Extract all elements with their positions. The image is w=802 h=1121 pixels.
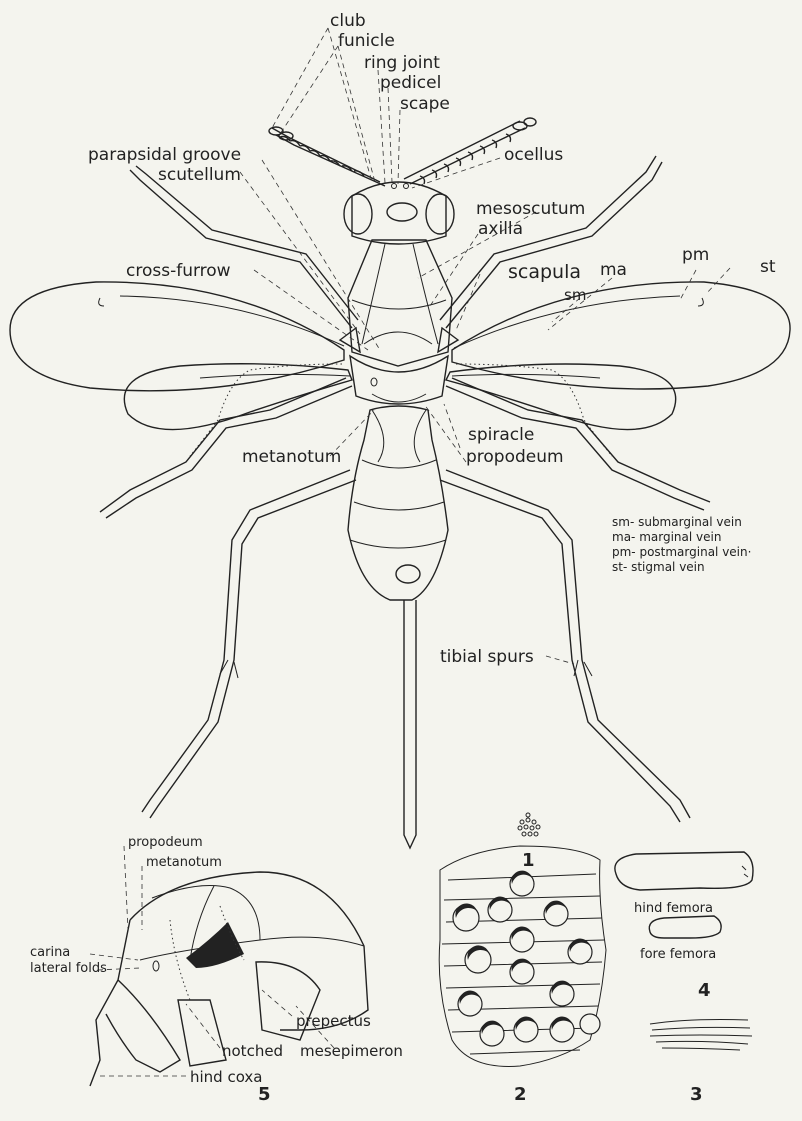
label-scapula: scapula <box>508 261 581 283</box>
label-propodeum-fig5: propodeum <box>128 835 203 850</box>
figure-number-2: 2 <box>514 1084 527 1105</box>
label-sm: sm <box>564 286 586 304</box>
figure-number-1: 1 <box>522 850 535 871</box>
label-ring-joint: ring joint <box>364 53 440 73</box>
head <box>344 182 454 244</box>
label-metanotum-fig5: metanotum <box>146 855 222 870</box>
key-line: pm- postmarginal vein· <box>612 545 751 559</box>
label-st: st <box>760 257 776 277</box>
figure-5-lateral-thorax: propodeum metanotum carina lateral folds… <box>30 835 403 1105</box>
label-mesepimeron: mesepimeron <box>300 1042 403 1060</box>
label-carina: carina <box>30 945 70 960</box>
vein-key: sm- submarginal vein ma- marginal vein p… <box>612 515 751 574</box>
figure-number-5: 5 <box>258 1084 271 1105</box>
figure-4-femora: hind femora fore femora 4 <box>615 852 753 1001</box>
label-scape: scape <box>400 94 450 114</box>
key-line: ma- marginal vein <box>612 530 721 544</box>
label-prepectus: prepectus <box>296 1012 371 1030</box>
label-pm: pm <box>682 245 709 265</box>
legs <box>100 156 710 822</box>
label-funicle: funicle <box>338 31 395 51</box>
label-scutellum: scutellum <box>158 165 241 185</box>
label-hind-coxa: hind coxa <box>190 1068 263 1086</box>
gaster <box>348 406 448 848</box>
key-line: sm- submarginal vein <box>612 515 742 529</box>
label-metanotum: metanotum <box>242 447 341 467</box>
label-ma: ma <box>600 260 627 280</box>
figure-2-egg-texture: 2 <box>439 846 606 1105</box>
left-antenna <box>269 127 385 186</box>
right-forewing <box>452 282 790 389</box>
label-spiracle: spiracle <box>468 425 534 445</box>
label-propodeum: propodeum <box>466 447 564 467</box>
label-hind-femora: hind femora <box>634 901 713 916</box>
label-lateral-folds: lateral folds <box>30 961 107 976</box>
label-axilla: axilla <box>478 219 523 239</box>
right-hindwing <box>446 364 676 430</box>
label-ocellus: ocellus <box>504 145 563 165</box>
label-tibial-spurs: tibial spurs <box>440 647 534 667</box>
figure-1-egg-cluster: 1 <box>518 813 540 871</box>
left-hindwing <box>124 364 352 430</box>
figure-number-3: 3 <box>690 1084 703 1105</box>
label-notched: notched <box>222 1042 283 1060</box>
wasp-dorsal-view: club funicle ring joint pedicel scape oc… <box>10 11 790 848</box>
figure-3-sculpture: 3 <box>650 1020 752 1106</box>
label-fore-femora: fore femora <box>640 947 716 962</box>
figure-number-4: 4 <box>698 980 711 1001</box>
label-cross-furrow: cross-furrow <box>126 261 231 281</box>
key-line: st- stigmal vein <box>612 560 705 574</box>
label-parapsidal-groove: parapsidal groove <box>88 145 241 165</box>
label-club: club <box>330 11 366 31</box>
label-mesoscutum: mesoscutum <box>476 199 585 219</box>
label-pedicel: pedicel <box>380 73 441 93</box>
thorax <box>340 240 458 404</box>
